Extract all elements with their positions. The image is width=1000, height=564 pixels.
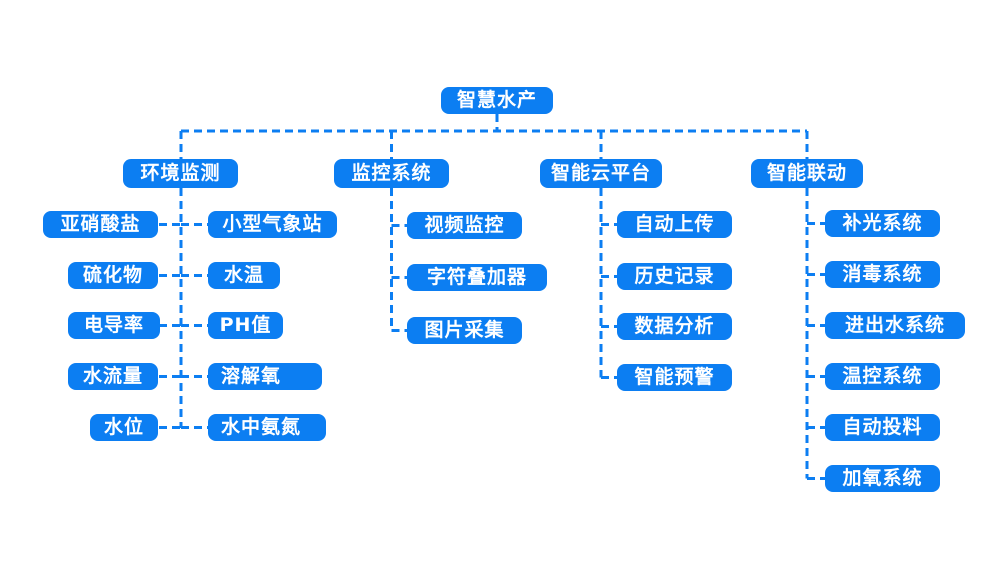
leaf-node-nitrite: 亚硝酸盐 [43, 211, 158, 238]
leaf-node-disinfection-system: 消毒系统 [825, 261, 940, 288]
leaf-node-data-analysis: 数据分析 [617, 313, 732, 340]
leaf-node-image-capture: 图片采集 [407, 317, 522, 344]
branch-node-env-monitoring: 环境监测 [123, 159, 238, 188]
smart-linkage-connectors [805, 188, 825, 480]
leaf-node-dissolved-oxygen: 溶解氧 [208, 363, 322, 390]
leaf-node-water-inlet-outlet-system: 进出水系统 [825, 312, 965, 339]
root-node-smart-aquaculture: 智慧水产 [441, 87, 553, 114]
smart-cloud-platform-connectors [599, 188, 617, 379]
leaf-node-water-level: 水位 [90, 414, 158, 441]
leaf-node-water-flow: 水流量 [68, 363, 158, 390]
leaf-node-auto-upload: 自动上传 [617, 211, 732, 238]
leaf-node-auto-feeding: 自动投料 [825, 414, 940, 441]
leaf-node-light-supplement-system: 补光系统 [825, 210, 940, 237]
surveillance-system-connectors [390, 188, 407, 332]
leaf-node-sulfide: 硫化物 [68, 262, 158, 289]
leaf-node-conductivity: 电导率 [68, 312, 160, 339]
branch-node-surveillance-system: 监控系统 [334, 159, 449, 188]
leaf-node-video-surveillance: 视频监控 [407, 212, 522, 239]
branch-node-smart-cloud-platform: 智能云平台 [540, 159, 662, 188]
leaf-node-water-temperature: 水温 [208, 262, 280, 289]
leaf-node-character-overlay: 字符叠加器 [407, 264, 547, 291]
env-monitoring-connectors [159, 188, 208, 429]
branch-node-smart-linkage: 智能联动 [751, 159, 863, 188]
leaf-node-temperature-control-system: 温控系统 [825, 363, 940, 390]
leaf-node-smart-alert: 智能预警 [617, 364, 732, 391]
leaf-node-mini-weather-station: 小型气象站 [208, 211, 337, 238]
top-connectors [179, 114, 809, 159]
leaf-node-oxygenation-system: 加氧系统 [825, 465, 940, 492]
leaf-node-ph-value: PH值 [208, 312, 283, 339]
leaf-node-history-records: 历史记录 [617, 263, 732, 290]
leaf-node-ammonia-nitrogen: 水中氨氮 [208, 414, 326, 441]
